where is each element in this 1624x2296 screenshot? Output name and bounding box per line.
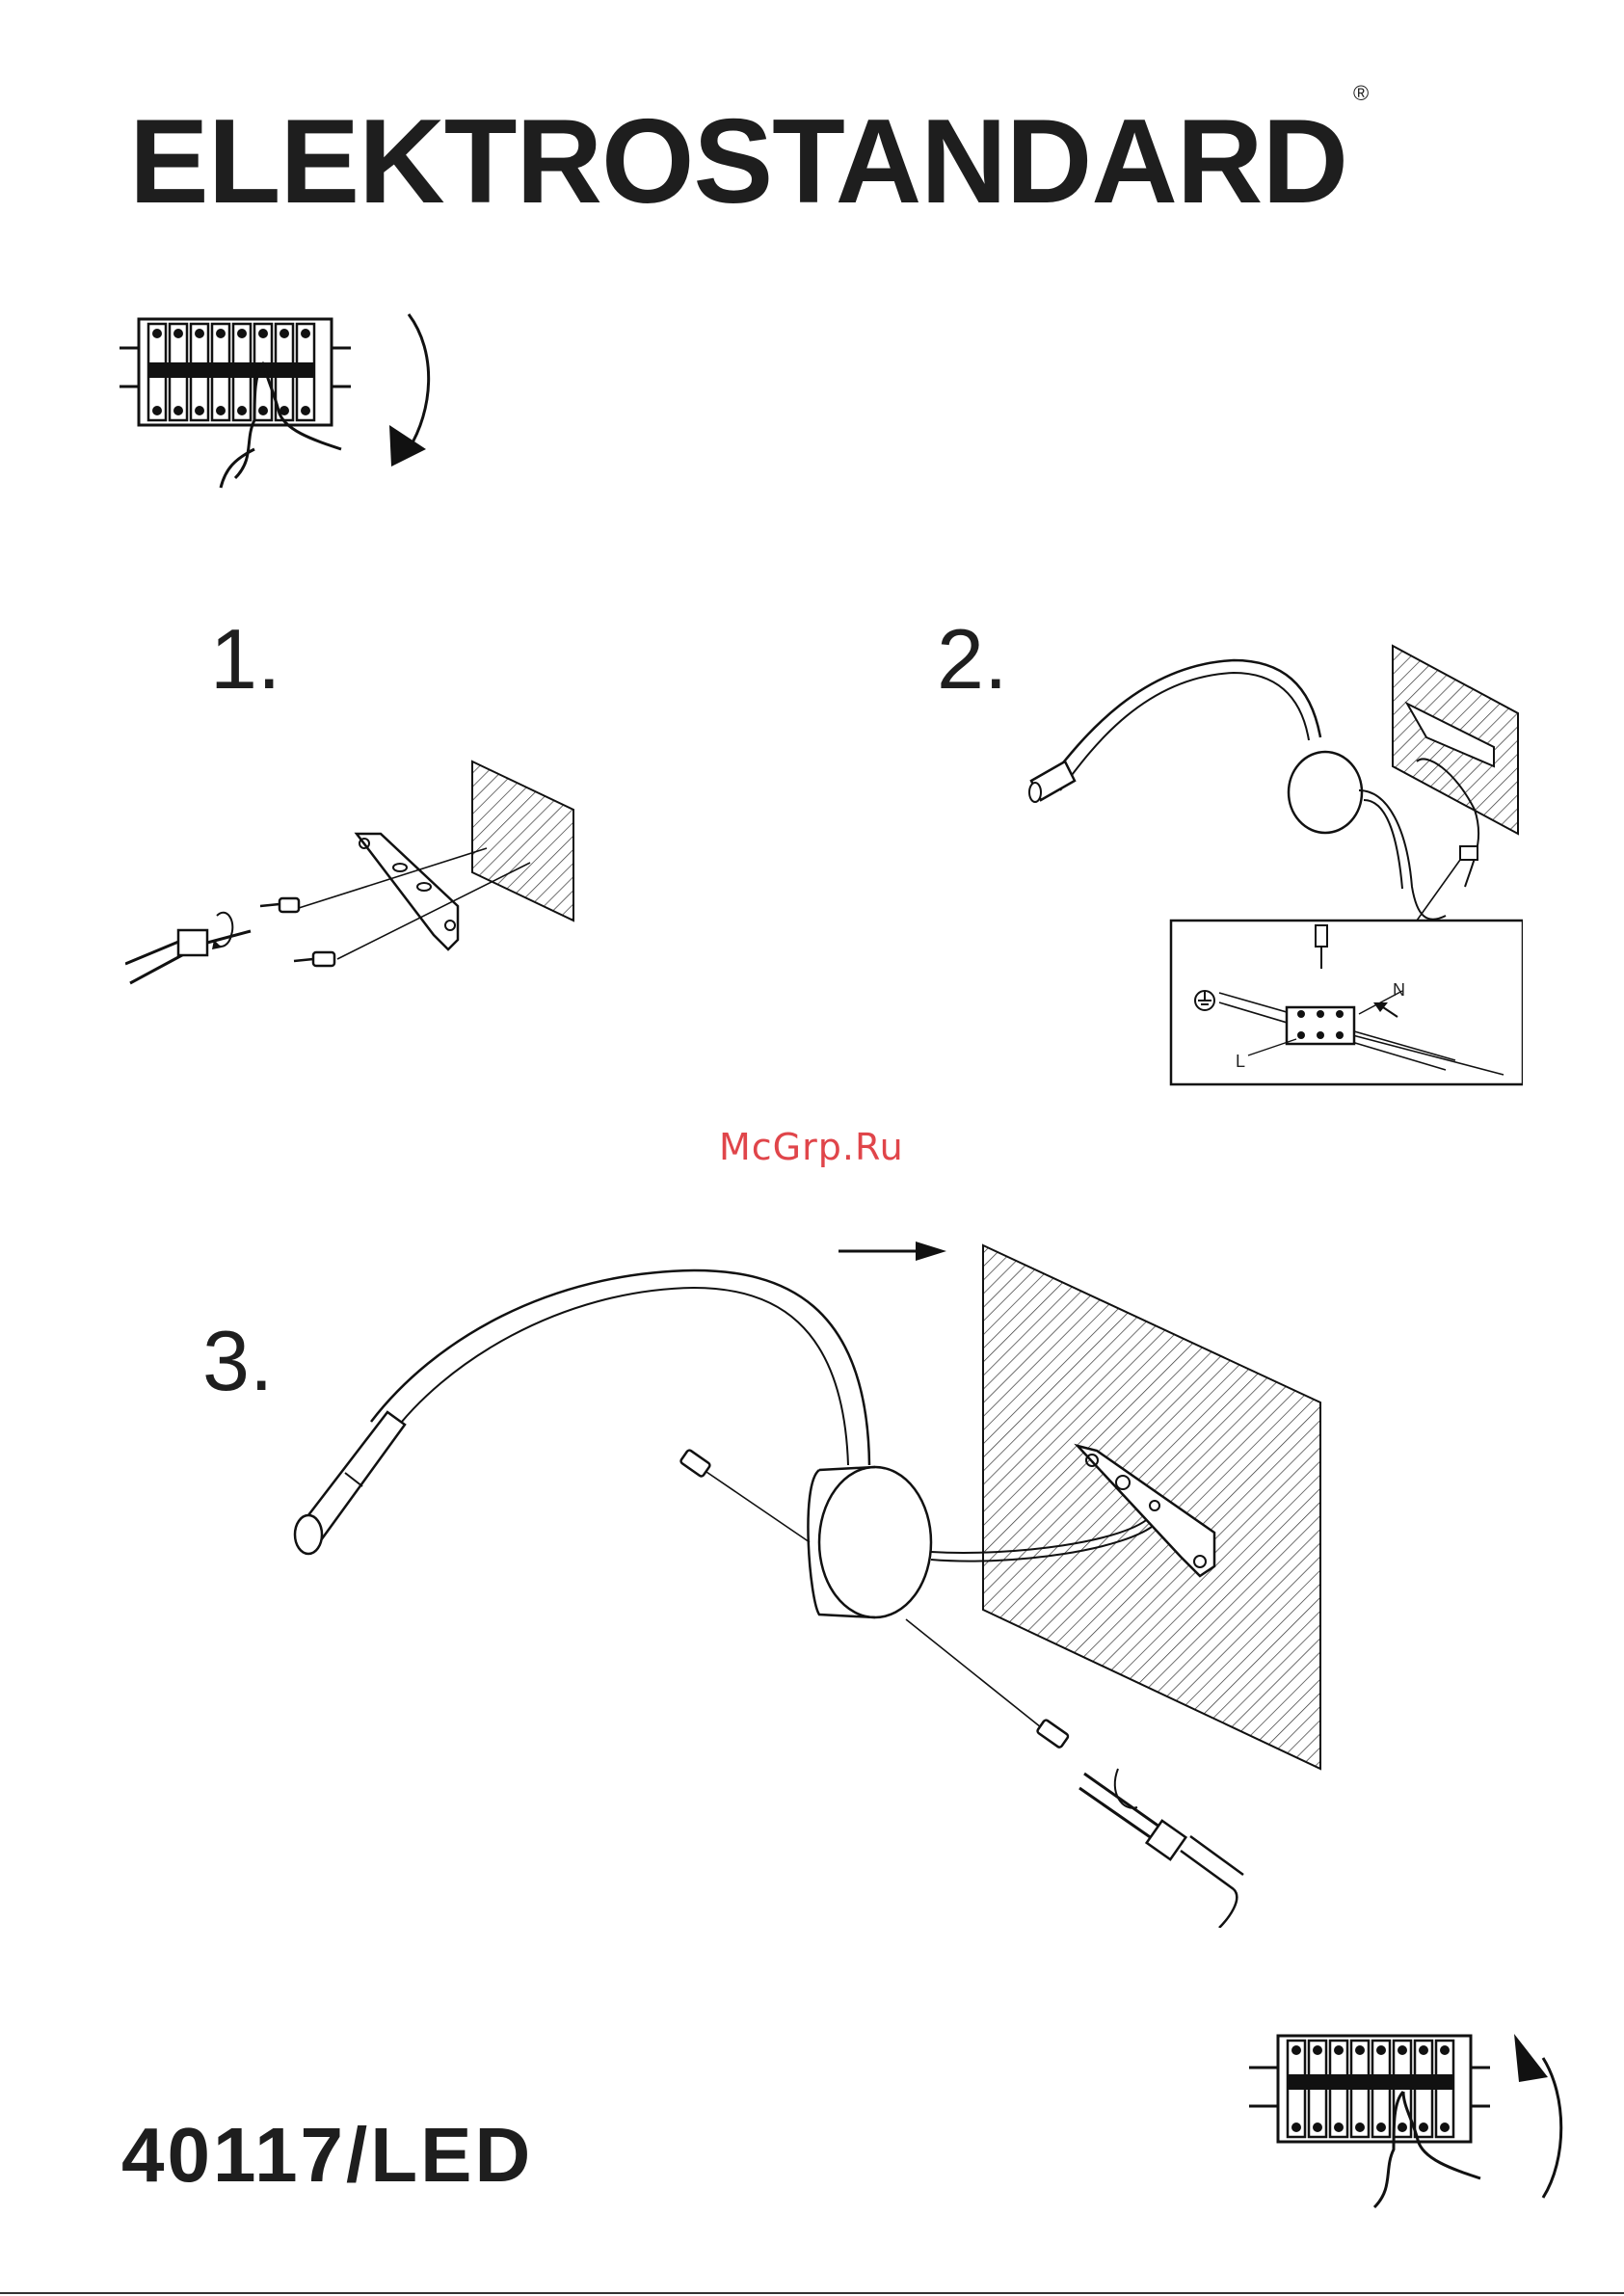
step-2-number: 2. <box>937 617 1007 702</box>
power-off-breaker-illustration <box>120 305 447 497</box>
step-1-bracket-mounting-illustration <box>125 752 588 993</box>
neutral-label: N <box>1393 980 1405 1000</box>
brand-logo: ELEKTROSTANDARD® <box>129 102 1368 222</box>
step-1-number: 1. <box>210 617 280 702</box>
brand-name: ELEKTROSTANDARD <box>129 95 1347 228</box>
model-number: 40117/LED <box>121 2117 533 2194</box>
step-3-final-mounting-illustration <box>280 1234 1349 1928</box>
power-on-breaker-illustration <box>1249 2024 1577 2217</box>
step-3-number: 3. <box>202 1319 273 1403</box>
watermark: McGrp.Ru <box>719 1126 904 1168</box>
live-label: L <box>1236 1052 1245 1071</box>
bottom-divider <box>0 2292 1624 2294</box>
step-2-wiring-illustration: N L <box>1022 636 1523 1089</box>
registered-mark: ® <box>1353 81 1368 105</box>
